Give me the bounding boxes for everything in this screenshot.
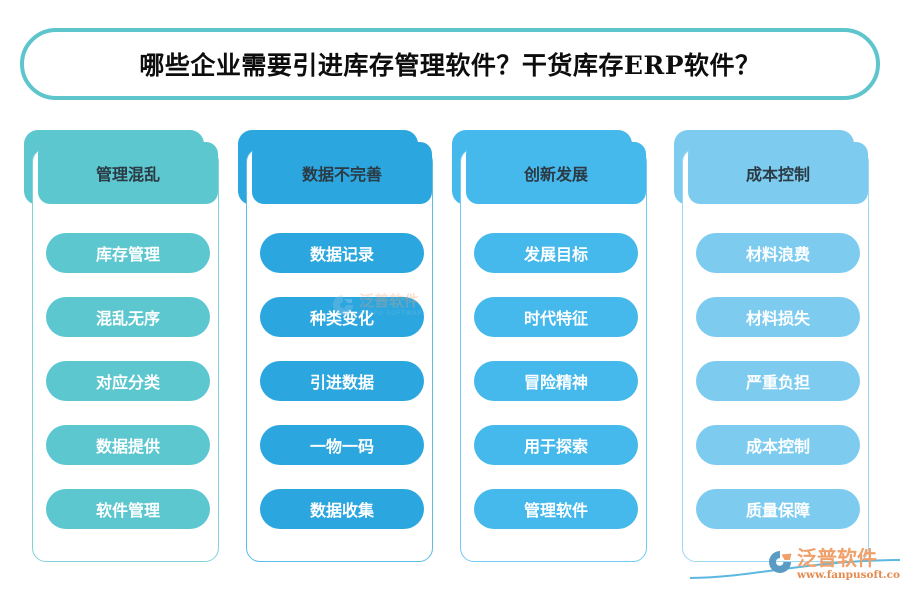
list-item-label: 数据收集 [309,501,374,520]
list-item[interactable]: 引进数据 [260,361,424,401]
list-item-label: 成本控制 [745,437,810,456]
list-item-label: 对应分类 [95,373,160,392]
column-header-label: 数据不完善 [301,165,382,184]
list-item[interactable]: 发展目标 [474,233,638,273]
list-item-label: 数据提供 [95,437,160,456]
column-incomplete-data: 数据不完善数据记录种类变化引进数据一物一码数据收集 [238,130,433,562]
column-item-list: 材料浪费材料损失严重负担成本控制质量保障 [696,233,860,529]
list-item[interactable]: 数据记录 [260,233,424,273]
list-item[interactable]: 时代特征 [474,297,638,337]
list-item-label: 引进数据 [309,373,374,392]
list-item[interactable]: 冒险精神 [474,361,638,401]
list-item[interactable]: 种类变化 [260,297,424,337]
column-item-list: 发展目标时代特征冒险精神用于探索管理软件 [474,233,638,529]
list-item[interactable]: 数据提供 [46,425,210,465]
list-item-label: 质量保障 [745,501,810,520]
list-item-label: 材料浪费 [745,245,810,264]
list-item-label: 软件管理 [95,501,160,520]
list-item-label: 严重负担 [745,373,810,392]
brand-name: 泛普软件 [797,546,877,570]
list-item[interactable]: 混乱无序 [46,297,210,337]
page-title-box: 哪些企业需要引进库存管理软件？干货库存ERP软件？ [20,28,880,100]
list-item-label: 一物一码 [309,437,374,456]
list-item-label: 发展目标 [523,245,588,264]
list-item-label: 用于探索 [523,437,588,456]
list-item[interactable]: 成本控制 [696,425,860,465]
column-header-incomplete-data[interactable]: 数据不完善 [252,142,432,204]
column-header-innovation-development[interactable]: 创新发展 [466,142,646,204]
column-header-label: 管理混乱 [95,165,160,184]
list-item[interactable]: 质量保障 [696,489,860,529]
list-item[interactable]: 数据收集 [260,489,424,529]
column-cost-control: 成本控制材料浪费材料损失严重负担成本控制质量保障 [674,130,869,562]
list-item[interactable]: 材料浪费 [696,233,860,273]
brand-logo-icon [769,551,792,573]
list-item[interactable]: 材料损失 [696,297,860,337]
list-item[interactable]: 用于探索 [474,425,638,465]
brand-url: www.fanpusoft.com [797,569,900,581]
list-item-label: 混乱无序 [95,309,160,328]
brand-logo: 泛普软件 www.fanpusoft.com [766,548,900,590]
list-item[interactable]: 一物一码 [260,425,424,465]
column-management-chaos: 管理混乱库存管理混乱无序对应分类数据提供软件管理 [24,130,219,562]
brand-logo-words: 泛普软件 www.fanpusoft.com [797,548,900,582]
list-item[interactable]: 对应分类 [46,361,210,401]
column-item-list: 库存管理混乱无序对应分类数据提供软件管理 [46,233,210,529]
column-header-label: 成本控制 [745,165,810,184]
column-innovation-development: 创新发展发展目标时代特征冒险精神用于探索管理软件 [452,130,647,562]
list-item[interactable]: 软件管理 [46,489,210,529]
list-item-label: 管理软件 [523,501,588,520]
list-item[interactable]: 严重负担 [696,361,860,401]
list-item[interactable]: 库存管理 [46,233,210,273]
column-header-cost-control[interactable]: 成本控制 [688,142,868,204]
list-item-label: 材料损失 [745,309,810,328]
list-item-label: 库存管理 [95,245,160,264]
list-item-label: 冒险精神 [523,373,588,392]
column-header-management-chaos[interactable]: 管理混乱 [38,142,218,204]
page-title: 哪些企业需要引进库存管理软件？干货库存ERP软件？ [139,51,761,80]
column-item-list: 数据记录种类变化引进数据一物一码数据收集 [260,233,424,529]
list-item-label: 数据记录 [309,245,374,264]
list-item[interactable]: 管理软件 [474,489,638,529]
column-header-label: 创新发展 [523,165,588,184]
list-item-label: 时代特征 [523,309,588,328]
list-item-label: 种类变化 [309,309,374,328]
